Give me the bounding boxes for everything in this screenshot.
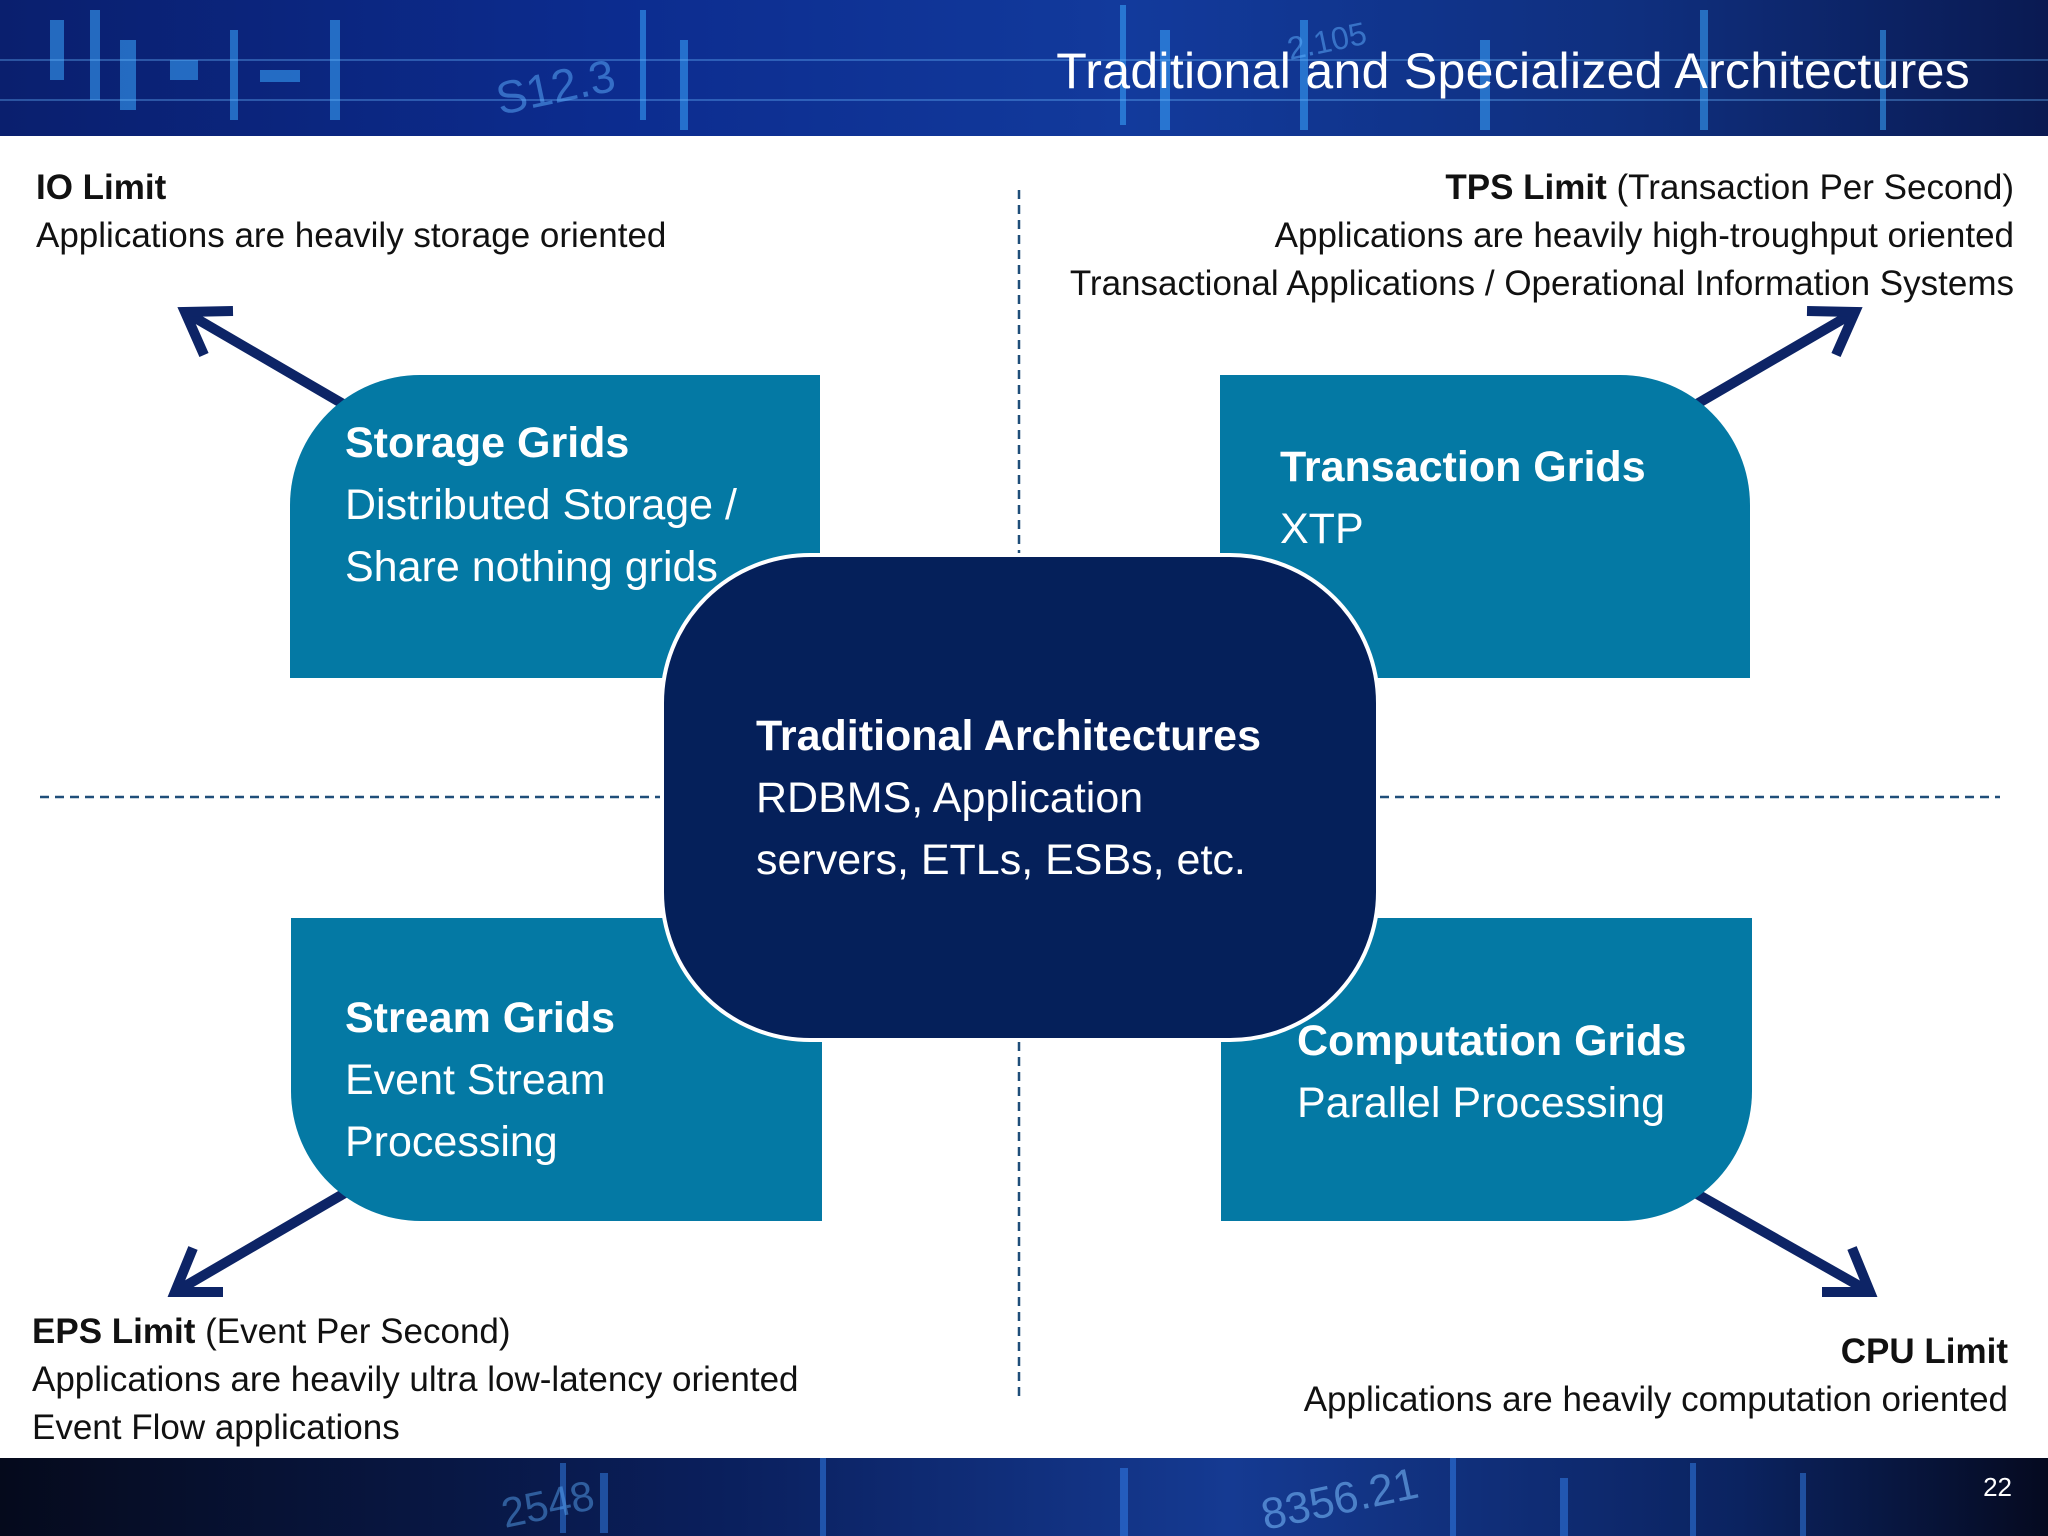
page-number: 22 bbox=[1983, 1472, 2012, 1502]
io-limit-label: IO Limit bbox=[36, 168, 167, 207]
computation-grids-title: Computation Grids bbox=[1297, 1017, 1687, 1065]
transaction-grids-text: Transaction Grids XTP bbox=[1280, 436, 1646, 560]
tps-limit-annotation: TPS Limit (Transaction Per Second) Appli… bbox=[1070, 164, 2014, 308]
tps-limit-label: TPS Limit bbox=[1445, 168, 1607, 207]
cpu-limit-label: CPU Limit bbox=[1840, 1332, 2008, 1371]
transaction-grids-line-1: XTP bbox=[1280, 505, 1364, 553]
traditional-architectures-line-1: RDBMS, Application bbox=[756, 774, 1144, 822]
storage-grids-text: Storage Grids Distributed Storage / Shar… bbox=[345, 412, 737, 598]
storage-grids-line-2: Share nothing grids bbox=[345, 543, 718, 591]
eps-limit-suffix: (Event Per Second) bbox=[195, 1312, 511, 1351]
stream-grids-text: Stream Grids Event Stream Processing bbox=[345, 987, 615, 1173]
tps-limit-line-1: Applications are heavily high-troughput … bbox=[1274, 216, 2014, 255]
stream-grids-line-1: Event Stream bbox=[345, 1056, 606, 1104]
storage-grids-title: Storage Grids bbox=[345, 419, 630, 467]
footer-band: 2548 8356.21 bbox=[0, 1458, 2048, 1536]
arrow-tps bbox=[1687, 306, 1863, 413]
io-limit-line-1: Applications are heavily storage oriente… bbox=[36, 216, 667, 255]
header-decoration: S12.3 2.105 bbox=[0, 5, 2048, 130]
eps-limit-line-1: Applications are heavily ultra low-laten… bbox=[32, 1360, 799, 1399]
traditional-architectures-title: Traditional Architectures bbox=[756, 712, 1261, 760]
computation-grids-text: Computation Grids Parallel Processing bbox=[1297, 1010, 1686, 1134]
header-band: S12.3 2.105 Traditional and Specialized … bbox=[0, 0, 2048, 136]
arrow-eps bbox=[167, 1185, 353, 1297]
traditional-architectures-box bbox=[660, 553, 1380, 1042]
traditional-architectures-line-2: servers, ETLs, ESBs, etc. bbox=[756, 836, 1246, 884]
arrow-io bbox=[177, 306, 353, 413]
eps-limit-label: EPS Limit bbox=[32, 1312, 196, 1351]
footer-deco-number-1: 2548 bbox=[497, 1471, 598, 1536]
stream-grids-title: Stream Grids bbox=[345, 994, 616, 1042]
storage-grids-line-1: Distributed Storage / bbox=[345, 481, 737, 529]
cpu-limit-annotation: CPU Limit Applications are heavily compu… bbox=[1304, 1328, 2008, 1424]
eps-limit-annotation: EPS Limit (Event Per Second) Application… bbox=[32, 1308, 799, 1452]
transaction-grids-title: Transaction Grids bbox=[1280, 443, 1646, 491]
arrow-cpu bbox=[1687, 1185, 1878, 1297]
tps-limit-line-2: Transactional Applications / Operational… bbox=[1069, 264, 2014, 303]
tps-limit-suffix: (Transaction Per Second) bbox=[1606, 168, 2015, 207]
stream-grids-line-2: Processing bbox=[345, 1118, 558, 1166]
slide-title: Traditional and Specialized Architecture… bbox=[1056, 43, 1970, 99]
footer-deco-number-2: 8356.21 bbox=[1257, 1459, 1423, 1536]
io-limit-annotation: IO Limit Applications are heavily storag… bbox=[36, 164, 666, 260]
computation-grids-line-1: Parallel Processing bbox=[1297, 1079, 1666, 1127]
footer-decoration: 2548 8356.21 bbox=[497, 1458, 1806, 1536]
cpu-limit-line-1: Applications are heavily computation ori… bbox=[1303, 1380, 2008, 1419]
eps-limit-line-2: Event Flow applications bbox=[32, 1408, 400, 1447]
traditional-architectures-text: Traditional Architectures RDBMS, Applica… bbox=[756, 705, 1261, 891]
